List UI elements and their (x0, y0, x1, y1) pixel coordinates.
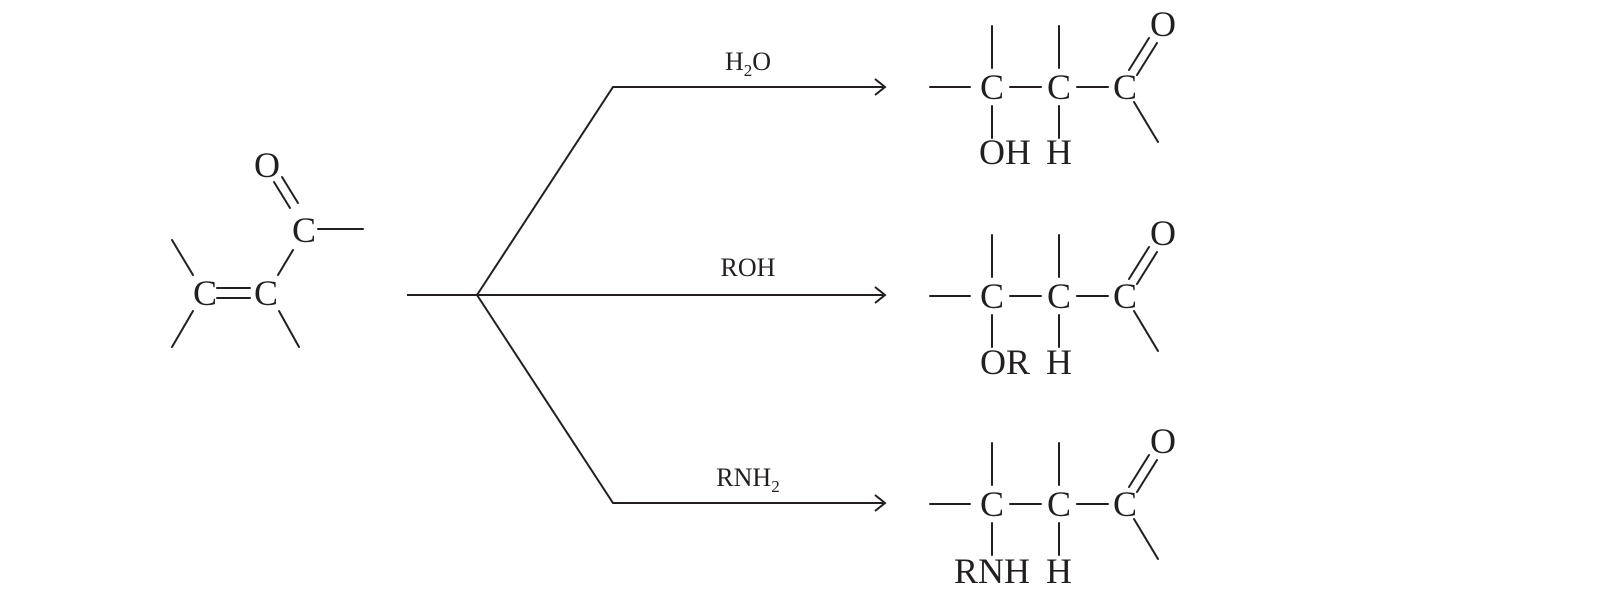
atom-o-carbonyl: O (1150, 213, 1176, 253)
substituent-h: H (1046, 132, 1072, 172)
reactant-structure: C C C O (171, 145, 364, 348)
product-2-structure: C C C O OR H (929, 213, 1176, 382)
double-bond-co-b (1136, 251, 1158, 285)
bond-c3-lower-right (1133, 518, 1159, 560)
bond-alpha-carbonyl (277, 249, 294, 276)
atom-c2: C (1047, 276, 1071, 316)
substituent-rnh: RNH (954, 551, 1030, 591)
substituent-h: H (1046, 551, 1072, 591)
product-1-structure: C C C O OH H (929, 4, 1176, 172)
substituent-h: H (1046, 342, 1072, 382)
atom-o-carbonyl: O (1150, 4, 1176, 44)
double-bond-co-a (1128, 246, 1150, 280)
bond-beta-lower-left (171, 310, 194, 348)
bond-c3-lower-right (1133, 101, 1159, 143)
reaction-arrows (407, 78, 887, 512)
double-bond-co-right (281, 176, 299, 204)
double-bond-co-b (1136, 459, 1158, 493)
double-bond-co-b (1136, 42, 1158, 76)
substituent-or: OR (980, 342, 1030, 382)
arrow-branch-3 (476, 294, 885, 504)
substituent-oh: OH (979, 132, 1031, 172)
atom-c3: C (1113, 67, 1137, 107)
atom-c-carbonyl: C (292, 210, 316, 250)
atom-o-carbonyl: O (1150, 421, 1176, 461)
atom-c-beta: C (193, 273, 217, 313)
reagent-3-label: RNH2 (716, 463, 779, 496)
atom-c-alpha: C (254, 273, 278, 313)
reagent-2-label: ROH (721, 253, 776, 282)
atom-c3: C (1113, 484, 1137, 524)
arrow-head-1 (874, 78, 887, 96)
double-bond-co-a (1128, 37, 1150, 71)
bond-c3-lower-right (1133, 310, 1159, 352)
arrow-branch-1 (476, 86, 885, 296)
atom-c2: C (1047, 67, 1071, 107)
bond-alpha-lower-right (278, 310, 300, 348)
arrow-head-2 (874, 286, 887, 304)
product-3-structure: C C C O RNH H (929, 421, 1176, 591)
bond-beta-upper-left (171, 239, 194, 276)
atom-c1: C (980, 67, 1004, 107)
atom-o-carbonyl: O (254, 145, 280, 185)
atom-c1: C (980, 276, 1004, 316)
arrow-head-3 (874, 494, 887, 512)
atom-c1: C (980, 484, 1004, 524)
atom-c3: C (1113, 276, 1137, 316)
double-bond-co-left (273, 181, 291, 209)
reagent-1-label: H2O (725, 47, 771, 80)
double-bond-co-a (1128, 454, 1150, 488)
atom-c2: C (1047, 484, 1071, 524)
